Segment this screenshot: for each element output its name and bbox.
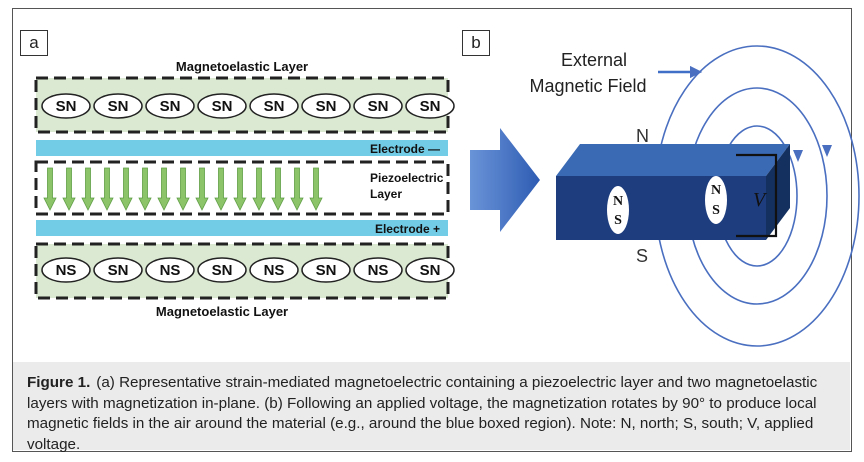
figure-number: Figure 1. xyxy=(27,374,91,391)
top-magnet-outline xyxy=(249,93,299,119)
south-label: S xyxy=(636,246,648,266)
top-magnet-outline xyxy=(145,93,195,119)
pole-ellipse-left xyxy=(607,186,629,234)
bottom-magnet-outline xyxy=(353,257,403,283)
piezo-label-line1: Piezoelectric xyxy=(370,171,444,185)
top-magnet-outline xyxy=(405,93,455,119)
strain-arrow xyxy=(290,167,304,211)
bottom-magnet-outline xyxy=(41,257,91,283)
field-label-line1: External xyxy=(561,50,627,70)
top-magnet: SN xyxy=(145,93,195,119)
bottom-magnet-label: NS xyxy=(368,262,389,279)
bottom-magnet-outline xyxy=(145,257,195,283)
strain-arrow xyxy=(271,167,285,211)
bottom-magnet-label: SN xyxy=(420,262,441,279)
bottom-magnet: NS xyxy=(41,257,91,283)
strain-arrow xyxy=(81,167,95,211)
material-block-front xyxy=(556,176,766,240)
bottom-magnet-label: SN xyxy=(212,262,233,279)
strain-arrow xyxy=(309,167,323,211)
strain-arrow xyxy=(252,167,266,211)
figure-caption: Figure 1.(a) Representative strain-media… xyxy=(13,362,850,453)
top-magnet-label: SN xyxy=(212,98,233,115)
top-magnet-outline xyxy=(93,93,143,119)
bottom-magnet-outline xyxy=(301,257,351,283)
bottom-magnet-outline xyxy=(405,257,455,283)
top-magnet: SN xyxy=(93,93,143,119)
strain-arrow xyxy=(233,167,247,211)
top-magnet-outline xyxy=(301,93,351,119)
top-magnet-label: SN xyxy=(160,98,181,115)
panel-a-label: a xyxy=(20,30,48,56)
field-label-line2: Magnetic Field xyxy=(529,76,646,96)
bottom-magnet: SN xyxy=(93,257,143,283)
bottom-layer-label: Magnetoelastic Layer xyxy=(156,304,288,319)
strain-arrow xyxy=(100,167,114,211)
top-magnet-label: SN xyxy=(56,98,77,115)
bottom-magnet: NS xyxy=(353,257,403,283)
top-magnet: SN xyxy=(249,93,299,119)
top-magnet-outline xyxy=(353,93,403,119)
strain-arrow xyxy=(157,167,171,211)
bottom-magnet: NS xyxy=(145,257,195,283)
top-magnet: SN xyxy=(41,93,91,119)
bottom-magnet: SN xyxy=(301,257,351,283)
top-magnet: SN xyxy=(405,93,455,119)
electrode-positive xyxy=(36,220,448,236)
top-magnet: SN xyxy=(197,93,247,119)
bottom-magnet: SN xyxy=(405,257,455,283)
pole-right-n: N xyxy=(711,183,721,198)
panel-b: External Magnetic Field N S N S N S V xyxy=(529,45,860,347)
transition-arrow xyxy=(470,128,540,232)
bottom-magnet-label: NS xyxy=(264,262,285,279)
strain-arrow xyxy=(176,167,190,211)
material-block-side xyxy=(766,144,790,240)
bottom-magnet-label: SN xyxy=(316,262,337,279)
top-magnet-outline xyxy=(41,93,91,119)
pole-left-n: N xyxy=(613,194,623,209)
strain-arrow xyxy=(119,167,133,211)
strain-arrow xyxy=(43,167,57,211)
top-magnet-label: SN xyxy=(264,98,285,115)
electrode-positive-label: Electrode + xyxy=(375,222,440,236)
top-magnet-label: SN xyxy=(420,98,441,115)
top-layer-label: Magnetoelastic Layer xyxy=(176,59,308,74)
bottom-magnet-label: NS xyxy=(160,262,181,279)
bottom-magnet-label: NS xyxy=(56,262,77,279)
top-magnet-label: SN xyxy=(316,98,337,115)
bottom-magnet-outline xyxy=(93,257,143,283)
bottom-magnet: SN xyxy=(197,257,247,283)
voltage-box xyxy=(736,153,778,238)
strain-arrows xyxy=(43,167,323,211)
bottom-magnet-label: SN xyxy=(108,262,129,279)
north-label: N xyxy=(636,126,649,146)
top-magnet: SN xyxy=(301,93,351,119)
voltage-label: V xyxy=(753,189,768,211)
bottom-magnet-outline xyxy=(197,257,247,283)
top-magnet: SN xyxy=(353,93,403,119)
panel-a: Magnetoelastic Layer SN SN SN SN SN SN SN SN El… xyxy=(34,59,455,319)
piezo-label-line2: Layer xyxy=(370,187,402,201)
pole-right-s: S xyxy=(712,203,720,218)
pole-left-s: S xyxy=(614,213,622,228)
strain-arrow xyxy=(138,167,152,211)
pole-ellipse-right xyxy=(705,176,727,224)
strain-arrow xyxy=(62,167,76,211)
strain-arrow xyxy=(214,167,228,211)
electrode-negative-label: Electrode — xyxy=(370,142,440,156)
bottom-magnet: NS xyxy=(249,257,299,283)
top-magnet-label: SN xyxy=(108,98,129,115)
strain-arrow xyxy=(195,167,209,211)
caption-text: (a) Representative strain-mediated magne… xyxy=(27,374,818,453)
top-magnet-label: SN xyxy=(368,98,389,115)
top-magnet-outline xyxy=(197,93,247,119)
electrode-negative xyxy=(36,140,448,156)
panel-b-label: b xyxy=(462,30,490,56)
bottom-magnet-outline xyxy=(249,257,299,283)
material-block-top xyxy=(556,144,790,176)
